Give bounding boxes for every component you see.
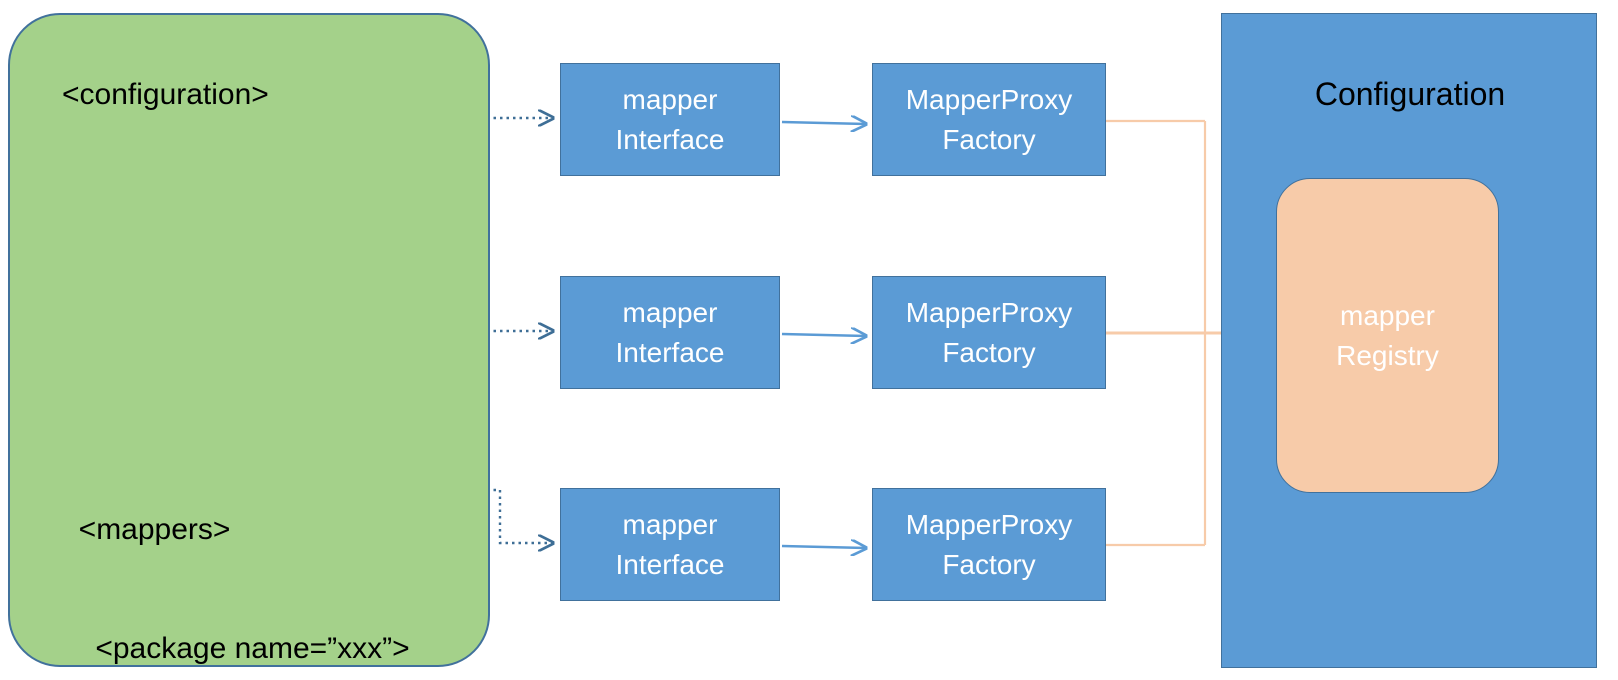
mapper-interface-label: mapper Interface bbox=[615, 509, 725, 580]
mapper-interface-label: mapper Interface bbox=[615, 297, 725, 368]
mapper-registry-label: mapper Registry bbox=[1336, 300, 1439, 371]
xml-line-package: <package name=”xxx”> bbox=[62, 632, 410, 666]
mapper-proxy-factory-box-2[interactable]: MapperProxy Factory bbox=[872, 276, 1106, 389]
blue-arrow-row2 bbox=[781, 334, 866, 336]
mapper-proxy-factory-box-3[interactable]: MapperProxy Factory bbox=[872, 488, 1106, 601]
mapper-proxy-factory-label: MapperProxy Factory bbox=[905, 509, 1073, 580]
configuration-open-tag: <configuration> bbox=[62, 78, 269, 111]
configuration-xml-panel: <configuration> <mappers> <package name=… bbox=[8, 13, 490, 667]
mapper-registry-box[interactable]: mapper Registry bbox=[1276, 178, 1499, 493]
mapper-proxy-factory-label: MapperProxy Factory bbox=[905, 84, 1073, 155]
mapper-interface-box-2[interactable]: mapper Interface bbox=[560, 276, 780, 389]
blue-arrow-row1 bbox=[781, 122, 866, 124]
configuration-xml-body: <mappers> <package name=”xxx”> </mappers… bbox=[62, 430, 410, 680]
blue-arrow-row3 bbox=[781, 546, 866, 548]
mapper-interface-label: mapper Interface bbox=[615, 84, 725, 155]
mapper-interface-box-3[interactable]: mapper Interface bbox=[560, 488, 780, 601]
xml-line-mappers-open: <mappers> bbox=[62, 512, 231, 546]
mapper-interface-box-1[interactable]: mapper Interface bbox=[560, 63, 780, 176]
blue-connector-group bbox=[781, 122, 866, 548]
configuration-object-title: Configuration bbox=[1314, 76, 1506, 112]
configuration-object-panel: Configuration mapper Registry bbox=[1221, 13, 1597, 668]
mapper-proxy-factory-label: MapperProxy Factory bbox=[905, 297, 1073, 368]
mapper-proxy-factory-box-1[interactable]: MapperProxy Factory bbox=[872, 63, 1106, 176]
